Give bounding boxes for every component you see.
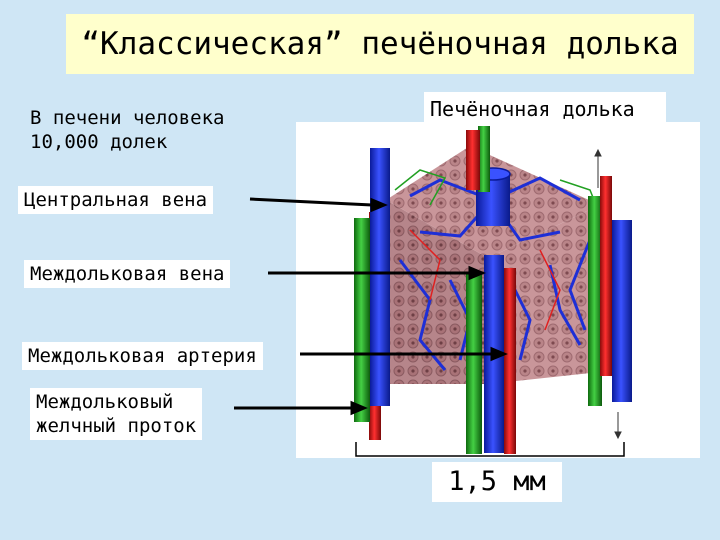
front-bile-duct [466, 272, 482, 454]
front-artery [504, 268, 516, 454]
right-bile-duct [588, 196, 602, 406]
back-artery [466, 130, 480, 190]
left-bile-duct [354, 218, 370, 422]
right-vein [612, 220, 632, 402]
label-interlobular-vein: Междольковая вена [24, 260, 230, 288]
label-bile-duct: Междольковый желчный проток [30, 388, 202, 440]
left-vein [370, 148, 390, 406]
label-interlobular-artery: Междольковая артерия [22, 342, 263, 370]
right-artery [600, 176, 612, 376]
scale-label: 1,5 мм [432, 462, 562, 502]
label-central-vein: Центральная вена [18, 186, 213, 214]
lobule-label: Печёночная долька [424, 92, 666, 126]
